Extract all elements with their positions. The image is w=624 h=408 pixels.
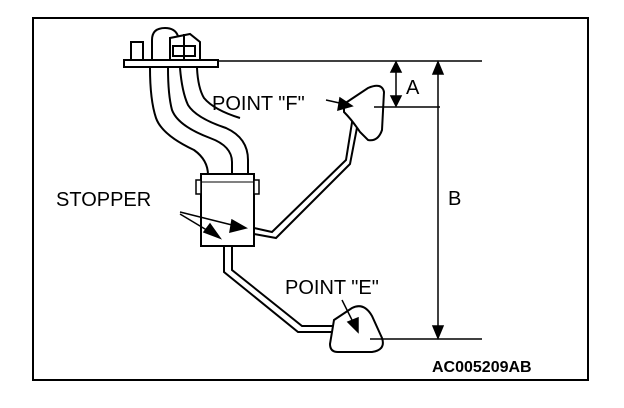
point-f-leader xyxy=(325,96,354,112)
figure-code: AC005209AB xyxy=(432,359,532,376)
diagram-border xyxy=(32,17,589,381)
point-f-label: POINT "F" xyxy=(212,93,305,115)
dimension-b-label: B xyxy=(448,188,461,210)
fuel-hoses xyxy=(149,67,249,176)
float-f xyxy=(343,84,386,142)
stopper-label: STOPPER xyxy=(56,189,151,211)
gauge-body xyxy=(200,173,255,247)
dimension-a-arrow xyxy=(389,60,403,108)
float-arm-lower xyxy=(223,246,334,333)
float-arm-upper xyxy=(253,109,361,240)
sender-flange xyxy=(123,26,219,68)
dimension-a-label: A xyxy=(406,77,420,99)
point-e-label: POINT "E" xyxy=(285,277,379,299)
dimension-b-arrow xyxy=(431,60,445,340)
point-e-leader xyxy=(341,299,359,334)
stopper-leaders xyxy=(179,211,248,240)
